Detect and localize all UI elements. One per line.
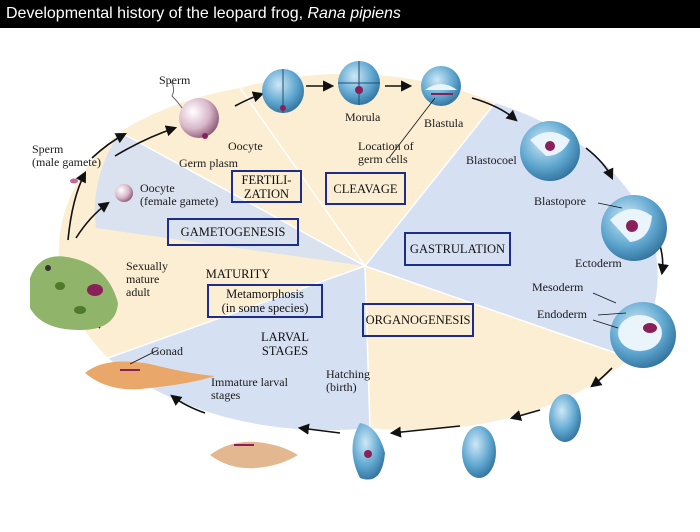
label-oocyte-top: Oocyte [228,139,263,153]
label-immature-larval: Immature larval stages [211,375,288,402]
label-sexually-mature: Sexually mature adult [126,259,168,299]
stage-fertilization: FERTILI- ZATION [231,170,302,203]
hatching-embryos [352,394,581,480]
stage-wedges [58,73,658,431]
label-blastopore: Blastopore [534,194,586,208]
stage-gametogenesis: GAMETOGENESIS [167,218,299,246]
label-germ-cells: Location of germ cells [358,139,414,166]
leader-lines [129,97,627,365]
label-endoderm: Endoderm [537,307,587,321]
label-germ-plasm: Germ plasm [179,156,238,170]
stage-larval: LARVAL STAGES [260,330,310,358]
label-gonad: Gonad [151,344,183,358]
gametes [70,79,219,202]
label-blastocoel: Blastocoel [466,153,517,167]
label-hatching: Hatching (birth) [326,367,370,394]
gastrula-embryos [520,121,676,368]
label-blastula: Blastula [424,116,464,130]
cleavage-embryos [262,61,461,113]
label-oocyte-female: Oocyte (female gamete) [140,181,219,208]
adult-frog [30,256,118,330]
label-sperm-top: Sperm [159,73,191,87]
stage-cleavage: CLEAVAGE [325,172,406,205]
tadpoles [85,361,298,469]
label-mesoderm: Mesoderm [532,280,584,294]
stage-metamorphosis: Metamorphosis (in some species) [207,284,323,318]
label-ectoderm: Ectoderm [575,256,622,270]
label-sperm-male: Sperm (male gamete) [32,142,101,169]
life-cycle-diagram [30,61,676,480]
header-bar: Developmental history of the leopard fro… [0,0,700,28]
label-morula: Morula [345,110,381,124]
stage-maturity: MATURITY [205,267,271,281]
stage-organogenesis: ORGANOGENESIS [362,303,474,337]
page-title: Developmental history of the leopard fro… [6,5,401,22]
cycle-arrows [67,80,669,438]
stage-gastrulation: GASTRULATION [404,232,511,266]
